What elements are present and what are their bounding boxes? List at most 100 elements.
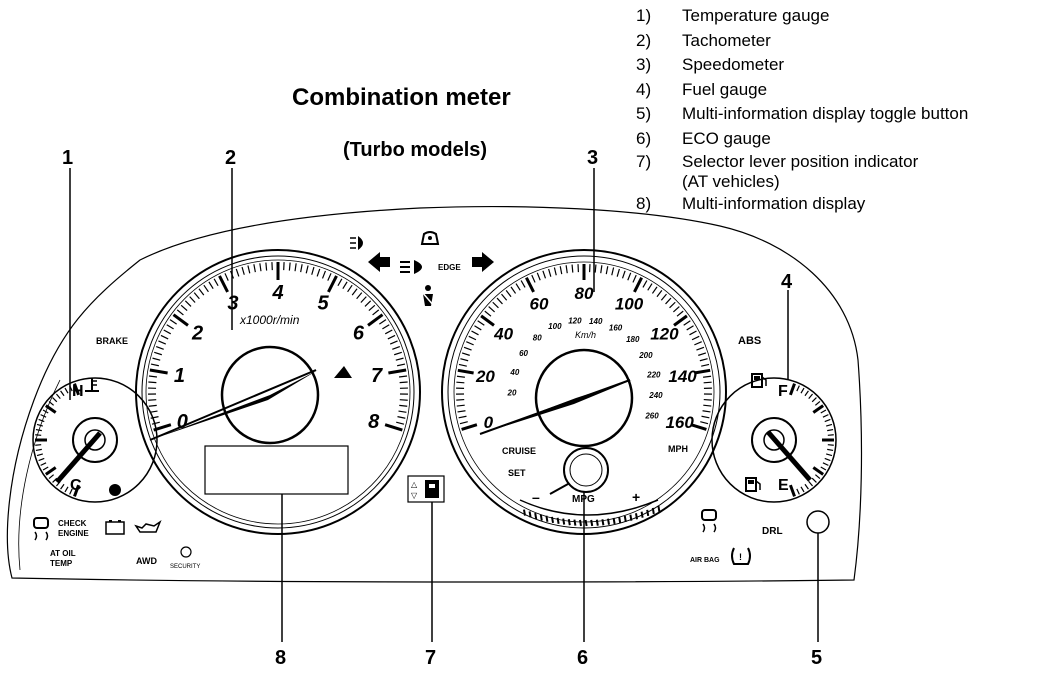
tachometer-tick-label: 2 (191, 323, 203, 345)
speedometer-tick (492, 301, 499, 309)
kmh-unit: Km/h (575, 330, 596, 340)
fuel-tick (789, 383, 796, 396)
tachometer-tick (300, 264, 303, 273)
speedometer-tick (457, 410, 466, 413)
tachometer-tick (253, 264, 256, 273)
tachometer-tick (224, 273, 229, 281)
callout-3: 3 (587, 147, 598, 169)
legend-number: 8) (636, 194, 652, 213)
speedometer-tick (542, 270, 547, 279)
tachometer-tick (148, 399, 157, 401)
speedometer-tick (689, 330, 697, 336)
tachometer-tick (360, 296, 367, 303)
tachometer-tick (347, 284, 353, 293)
temperature-tick (40, 462, 47, 466)
speedometer-tick (642, 280, 648, 288)
speedometer-tick (698, 352, 707, 356)
tachometer-tick (265, 262, 268, 271)
legend-item: 8)Multi-information display (636, 192, 1042, 217)
eco-tick (567, 519, 571, 526)
speedometer-kmh-label: 60 (519, 349, 528, 358)
temperature-tick (55, 393, 61, 400)
tachometer-tick (294, 263, 297, 272)
headlight-icon (400, 260, 422, 274)
abs-warning-label: ABS (738, 335, 761, 347)
battery-icon (105, 520, 125, 535)
callout-leaders (69, 168, 819, 642)
legend-number: 5) (636, 104, 652, 123)
legend-item: 1)Temperature gauge (636, 4, 1042, 29)
speedometer-tick-marks (456, 264, 712, 431)
eco-tick (595, 519, 599, 526)
fuel-tick (827, 444, 834, 446)
diagram-subtitle: (Turbo models) (343, 139, 488, 161)
legend-text: Speedometer (682, 55, 785, 74)
fuel-tick (827, 428, 834, 432)
speedometer-mph-label: 0 (484, 413, 494, 432)
eco-tick (528, 511, 532, 518)
temperature-needle (55, 431, 102, 484)
eco-tick (539, 514, 543, 521)
temperature-tick (42, 409, 49, 414)
eco-tick (657, 505, 661, 513)
awd-indicator-label: AWD (136, 556, 157, 566)
display-toggle-button[interactable] (806, 510, 830, 534)
at-oil-temp-label-line1: AT OIL (50, 549, 76, 558)
callout-2: 2 (225, 147, 236, 169)
callout-6: 6 (577, 647, 588, 669)
tachometer-tick (342, 281, 348, 289)
fuel-full-label: F (778, 383, 788, 400)
fuel-tick (827, 434, 834, 436)
temperature-tick (60, 483, 65, 490)
fuel-tick (811, 397, 817, 403)
fuel-tick (814, 400, 821, 406)
tachometer-tick (176, 309, 184, 316)
fuel-tick (796, 385, 800, 392)
speedometer-tick (456, 375, 465, 378)
callout-4: 4 (781, 271, 793, 293)
speedometer-mph-label: 140 (668, 367, 697, 386)
selector-lever-indicator: △ ▽ (407, 475, 445, 503)
tachometer-tick (395, 357, 404, 361)
tachometer-tick (149, 410, 158, 413)
eco-tick (618, 516, 622, 524)
speedometer-kmh-label: 40 (509, 368, 519, 377)
legend-item: 6)ECO gauge (636, 127, 1042, 152)
speedometer-tick (466, 341, 474, 346)
legend-text: Tachometer (682, 30, 771, 50)
speedometer-tick (510, 286, 517, 294)
speedometer-tick (456, 381, 465, 384)
eco-tick (590, 519, 594, 527)
diagram-title: Combination meter (292, 84, 511, 111)
coolant-temp-icon (85, 378, 99, 392)
tachometer-tick-label: 8 (368, 411, 380, 433)
speedometer-kmh-label: 220 (646, 370, 661, 379)
temp-cold-label: C (70, 477, 82, 494)
speedometer-tick (627, 272, 632, 281)
tachometer-tick (166, 324, 174, 330)
speedometer-tick (571, 264, 574, 273)
speedometer-tick (633, 277, 643, 293)
tachometer-tick (387, 334, 396, 340)
temperature-gauge: H C (32, 377, 158, 503)
tachometer-tick (305, 265, 309, 274)
indicator-dot (109, 484, 121, 496)
speedometer-tick (488, 306, 496, 313)
mph-unit: MPH (668, 444, 688, 454)
tachometer-tick (382, 324, 390, 330)
speedometer-tick (474, 325, 482, 331)
fuel-tick (822, 414, 829, 418)
temperature-tick (73, 484, 80, 497)
speedometer-tick (673, 314, 688, 327)
speedometer-tick (505, 290, 512, 298)
legend: 1)Temperature gauge 2)Tachometer 3)Speed… (636, 4, 1042, 217)
tachometer-tick-label: 5 (317, 293, 329, 315)
eco-tick (623, 515, 627, 523)
legend-number: 7) (636, 152, 652, 171)
callout-7: 7 (425, 647, 436, 669)
temperature-tick (38, 457, 45, 462)
tachometer-tick (396, 421, 405, 425)
